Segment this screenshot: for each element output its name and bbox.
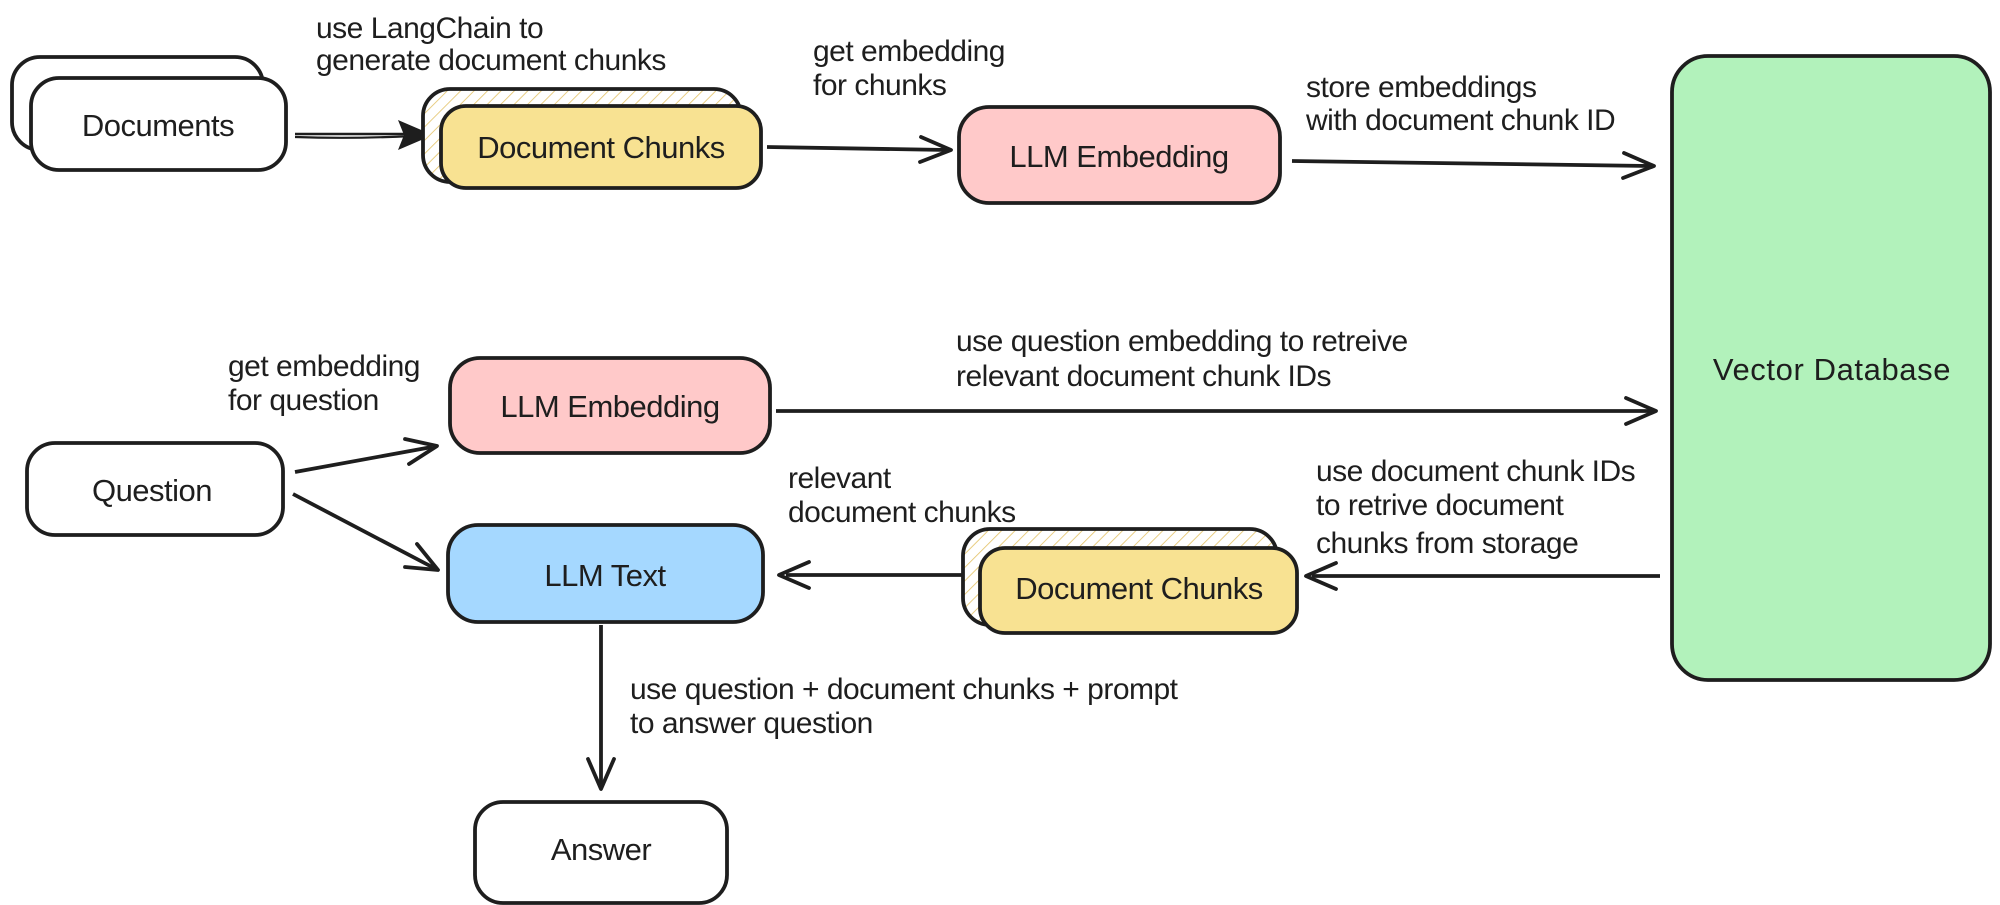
- svg-text:LLM Embedding: LLM Embedding: [500, 389, 719, 424]
- svg-text:for question: for question: [228, 384, 379, 417]
- svg-text:Answer: Answer: [551, 832, 652, 867]
- svg-text:use question embedding to retr: use question embedding to retreive: [956, 325, 1408, 358]
- svg-text:with document chunk ID: with document chunk ID: [1305, 104, 1615, 137]
- svg-text:to answer question: to answer question: [630, 707, 873, 740]
- svg-text:relevant: relevant: [788, 462, 892, 495]
- svg-text:Document Chunks: Document Chunks: [477, 130, 725, 165]
- svg-text:get embedding: get embedding: [813, 35, 1005, 68]
- svg-text:for chunks: for chunks: [813, 69, 946, 102]
- svg-text:use document chunk IDs: use document chunk IDs: [1316, 455, 1635, 488]
- svg-text:LLM Text: LLM Text: [544, 558, 666, 593]
- svg-text:LLM Embedding: LLM Embedding: [1009, 139, 1228, 174]
- svg-text:to retrive document: to retrive document: [1316, 489, 1564, 522]
- svg-text:relevant document chunk IDs: relevant document chunk IDs: [956, 360, 1331, 393]
- svg-text:generate document chunks: generate document chunks: [316, 44, 666, 77]
- svg-text:use question + document chunks: use question + document chunks + prompt: [630, 673, 1179, 706]
- svg-text:use LangChain to: use LangChain to: [316, 12, 543, 45]
- svg-text:Documents: Documents: [82, 108, 234, 143]
- svg-text:Vector Database: Vector Database: [1713, 352, 1951, 387]
- svg-text:chunks from storage: chunks from storage: [1316, 527, 1578, 560]
- svg-text:document chunks: document chunks: [788, 496, 1016, 529]
- svg-text:Document Chunks: Document Chunks: [1015, 571, 1263, 606]
- svg-text:store embeddings: store embeddings: [1306, 71, 1536, 104]
- svg-text:get embedding: get embedding: [228, 350, 420, 383]
- svg-text:Question: Question: [92, 473, 212, 508]
